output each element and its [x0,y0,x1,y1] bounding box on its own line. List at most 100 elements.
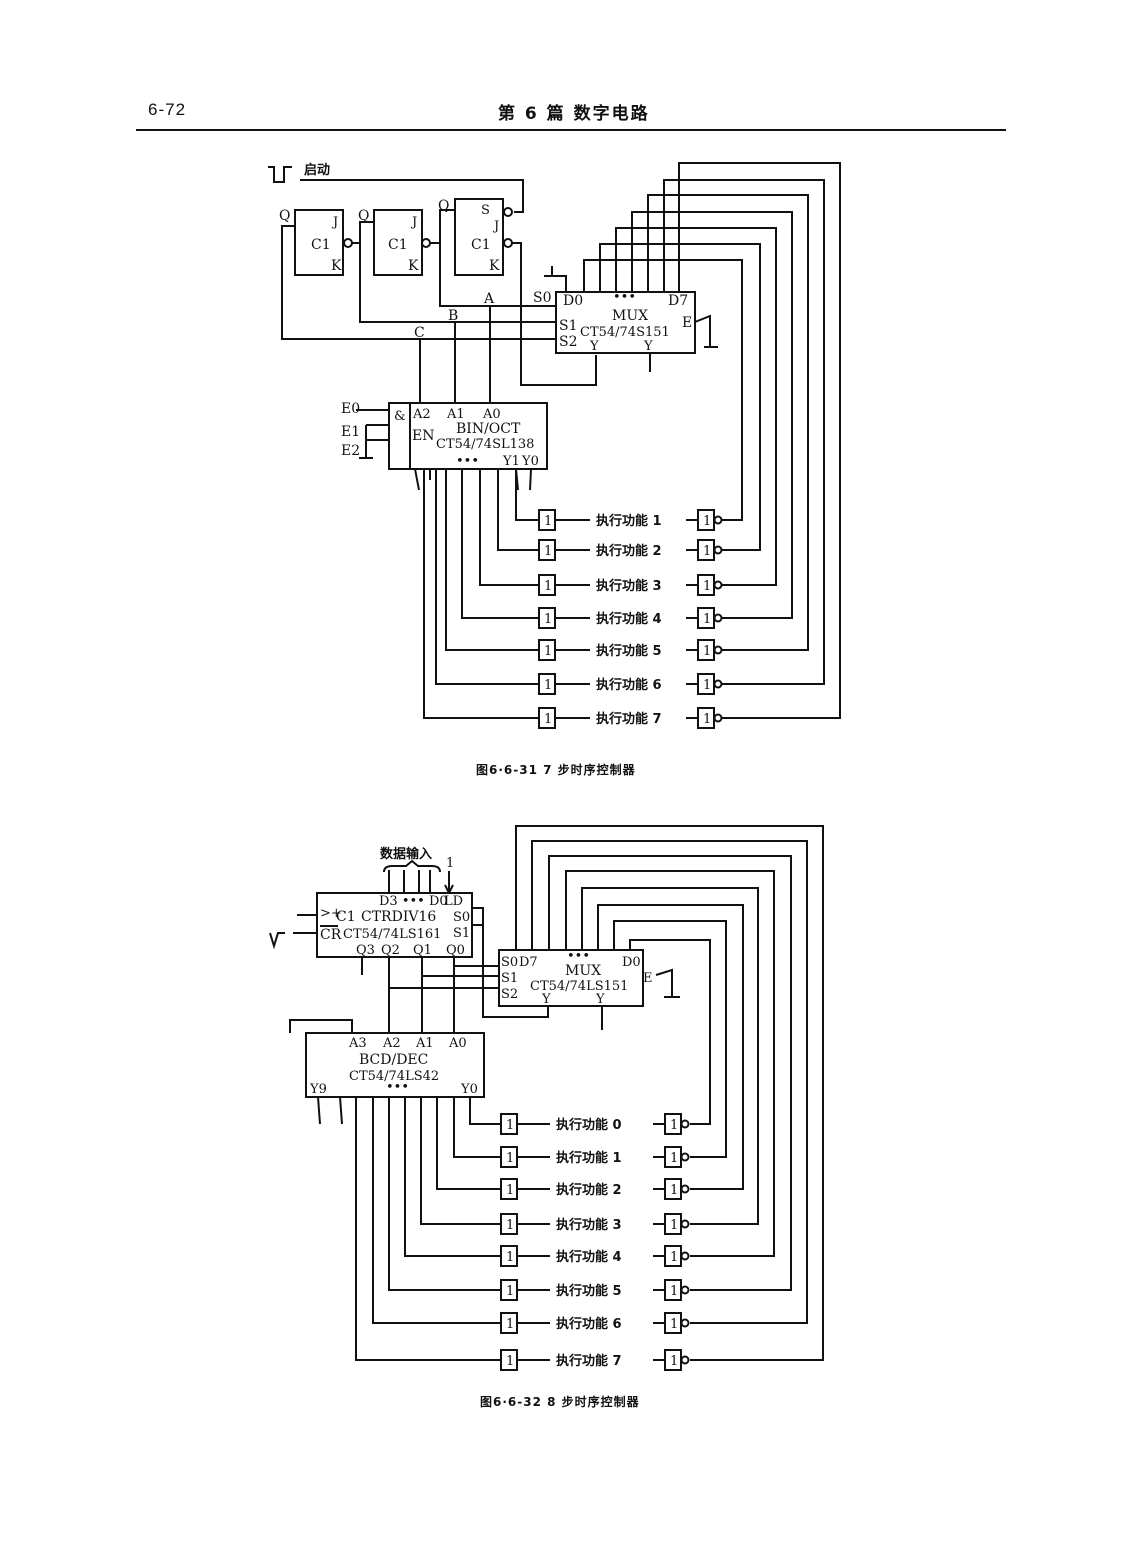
clock-inversion-bubble [421,238,431,248]
wire-b [352,242,556,323]
y-feedback [482,925,549,1018]
buffer-label: 1 [544,644,552,659]
inverter-label: 1 [670,1284,678,1299]
decoder-output-wire [420,1097,501,1225]
decoder-output-wire [497,469,539,551]
data-input-label: 数据输入 [380,846,432,862]
flipflop-1: Q J C1 K [279,208,353,276]
mux-d7-label: D7 [519,955,538,970]
figure2-diagram: 数据输入 1 D3 ••• D0 LD >+ C1 CTRDIV16 CR CT… [269,825,824,1371]
decoder-a0-label: A0 [482,407,501,422]
inversion-bubble-icon [680,1355,690,1365]
wire-ff2-q [359,221,374,243]
wire-a [430,242,556,307]
buffer-label: 1 [544,514,552,529]
counter-cr-label: CR [320,927,342,943]
inverter-label: 1 [703,644,711,659]
decoder-output-wire [372,1097,501,1324]
mux-enable-label: E [682,315,692,331]
ff2-k-label: K [408,258,419,274]
s0-s1-tie [472,907,484,926]
buffer-label: 1 [506,1317,514,1332]
inverter-label: 1 [703,544,711,559]
ff1-j-label: J [331,215,338,230]
data-input-brace [383,859,441,873]
ff3-k-label: K [489,258,500,274]
mux-d7-label: D7 [668,293,688,309]
function-label: 执行功能 0 [556,1117,622,1133]
function-label: 执行功能 2 [556,1182,622,1198]
start-label: 启动 [304,162,330,178]
inverter-label: 1 [670,1151,678,1166]
ff1-k-label: K [331,258,342,274]
decoder-output-stub [339,1096,343,1125]
decoder-output-wire [388,1097,501,1291]
feedback-loop-2 [597,904,744,1190]
decoder-138: & EN E0 E1 E2 A2 A1 A0 BIN/OCT CT54/74SL… [341,401,548,470]
feedback-loop-7 [515,825,824,1361]
decoder-output-stub [317,1096,321,1125]
decoder-output-stub [515,468,519,491]
inversion-bubble-icon [713,679,723,689]
inversion-bubble-icon [680,1184,690,1194]
running-head: 第 6 篇 数字电路 [498,104,650,124]
buffer-label: 1 [506,1183,514,1198]
mux-title: MUX [565,963,601,979]
function-row: 1 执行功能 4 1 [404,1097,690,1267]
clock-edge-icon: >+ [320,906,342,921]
mux-151: S0 S1 S2 D7 ••• D0 MUX CT54/74LS151 E Y … [498,949,680,1030]
ff3-clock-label: C1 [471,237,491,253]
inversion-bubble-icon [713,613,723,623]
decoder-a2-label: A2 [412,407,431,422]
decoder-e2-label: E2 [341,443,360,459]
data-input-lines [388,870,431,893]
decoder-output-wire [404,1097,501,1257]
start-pulse-icon [268,166,292,183]
feedback-loop-3 [581,887,759,1225]
clear-pulse-icon [269,932,317,950]
decoder-output-wire [445,469,539,651]
function-label: 执行功能 4 [596,611,662,627]
mux-151: S0 S1 S2 D0 ••• D7 MUX CT54/74S151 E Y Y [533,266,718,372]
function-label: 执行功能 3 [596,578,662,594]
inversion-bubble-icon [680,1119,690,1129]
mux-enable-label: E [643,971,653,986]
decoder-output-wire [436,1097,501,1190]
feedback-loop-1 [613,920,727,1158]
ff3-q-label: Q [438,198,449,214]
inverter-label: 1 [670,1354,678,1369]
figure2-caption: 图6·6-32 8 步时序控制器 [480,1395,640,1409]
inversion-bubble-icon [680,1318,690,1328]
function-label: 执行功能 5 [556,1283,622,1299]
decoder-part-number: CT54/74SL138 [436,437,534,452]
buffer-label: 1 [506,1250,514,1265]
counter-161: D3 ••• D0 LD >+ C1 CTRDIV16 CR CT54/74LS… [269,892,484,958]
ff2-q-label: Q [358,208,369,224]
inverter-label: 1 [703,712,711,727]
inverter-label: 1 [670,1183,678,1198]
mux-ybar-label: Y [589,339,599,354]
set-inversion-bubble [503,207,513,217]
mux-y-label: Y [541,992,551,1007]
buffer-label: 1 [544,612,552,627]
inversion-bubble-icon [713,645,723,655]
counter-q2-label: Q2 [381,943,400,958]
buffer-label: 1 [544,678,552,693]
decoder-en-label: EN [412,428,434,444]
inverter-label: 1 [703,612,711,627]
page-number: 6-72 [148,100,187,119]
function-row: 1 执行功能 2 1 [436,1097,690,1200]
mux-part-number: CT54/74LS151 [530,979,628,994]
function-row: 1 执行功能 5 1 [388,1097,690,1301]
inverter-label: 1 [670,1317,678,1332]
counter-s1-label: S1 [453,926,470,941]
function-label: 执行功能 4 [556,1249,622,1265]
buffer-label: 1 [544,544,552,559]
decoder-title: BIN/OCT [456,421,521,437]
decoder-output-wire [423,469,539,719]
